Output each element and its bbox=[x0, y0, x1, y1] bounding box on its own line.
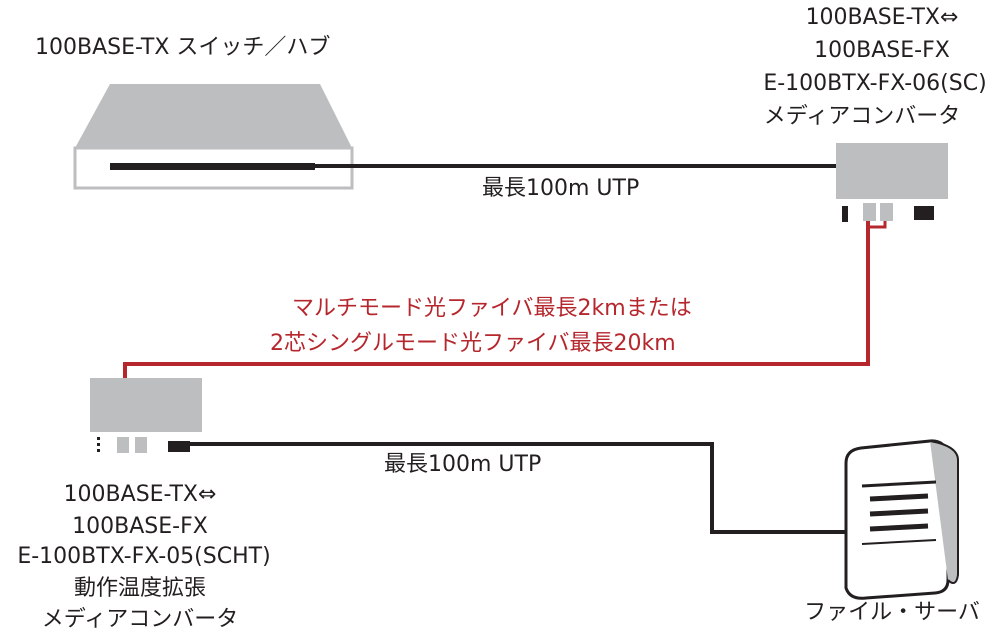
fiber-label-line2: 2芯シングルモード光ファイバ最長20km bbox=[270, 331, 676, 356]
switch-hub-device bbox=[73, 84, 354, 190]
converter-bottom-line2: 100BASE-FX bbox=[72, 514, 208, 539]
fiber-label-line1: マルチモード光ファイバ最長2kmまたは bbox=[292, 296, 692, 321]
fiber-port-sc-icon bbox=[880, 203, 893, 221]
converter-top-line1: 100BASE-TX⇔ bbox=[805, 5, 959, 30]
utp-bottom-label: 最長100m UTP bbox=[384, 452, 542, 477]
switch-port-strip bbox=[110, 163, 315, 170]
fiber-cable-top-connector bbox=[868, 221, 887, 229]
converter-bottom-line4: 動作温度拡張 bbox=[73, 576, 206, 601]
fiber-port-sc-icon bbox=[117, 437, 129, 453]
converter-top-line2: 100BASE-FX bbox=[814, 38, 950, 63]
utp-cable-bottom bbox=[183, 442, 846, 534]
status-led-icon bbox=[97, 443, 100, 446]
status-led-icon bbox=[842, 206, 848, 222]
fiber-port-sc-icon bbox=[863, 203, 876, 221]
converter-bottom-line1: 100BASE-TX⇔ bbox=[63, 482, 217, 507]
media-converter-bottom bbox=[86, 378, 206, 466]
switch-label: 100BASE-TX スイッチ／ハブ bbox=[35, 35, 331, 60]
media-converter-top bbox=[832, 143, 952, 231]
server-label: ファイル・サーバ bbox=[804, 600, 980, 625]
rj45-port-icon bbox=[168, 441, 190, 452]
fiber-port-sc-icon bbox=[135, 437, 147, 453]
status-led-icon bbox=[97, 437, 100, 440]
converter-bottom-line5: メディアコンバータ bbox=[41, 607, 239, 632]
file-server-icon bbox=[844, 439, 959, 600]
converter-top-line4: メディアコンバータ bbox=[763, 104, 961, 129]
rj45-port-icon bbox=[914, 206, 934, 220]
converter-bottom-model: E-100BTX-FX-05(SCHT) bbox=[17, 544, 271, 569]
converter-top-model: E-100BTX-FX-06(SC) bbox=[763, 71, 987, 96]
status-led-icon bbox=[97, 449, 100, 452]
utp-top-label: 最長100m UTP bbox=[482, 176, 640, 201]
